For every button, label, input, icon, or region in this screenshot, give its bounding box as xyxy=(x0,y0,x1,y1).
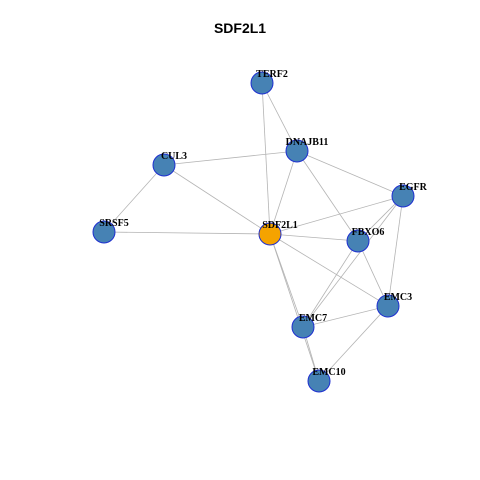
node-label-fbxo6: FBXO6 xyxy=(352,227,385,238)
node-label-emc10: EMC10 xyxy=(312,367,345,378)
node-emc10[interactable] xyxy=(307,369,331,393)
edge-egfr-emc3 xyxy=(387,195,404,307)
node-layer xyxy=(92,71,415,393)
node-srsf5[interactable] xyxy=(92,220,116,244)
edge-dnajb11-sdf2l1 xyxy=(269,150,298,235)
node-label-dnajb11: DNAJB11 xyxy=(286,137,329,148)
node-cul3[interactable] xyxy=(152,153,176,177)
edge-srsf5-sdf2l1 xyxy=(103,231,271,235)
node-terf2[interactable] xyxy=(250,71,274,95)
edge-cul3-dnajb11 xyxy=(163,150,298,166)
node-dnajb11[interactable] xyxy=(285,139,309,163)
graph-title: SDF2L1 xyxy=(213,20,267,36)
node-label-srsf5: SRSF5 xyxy=(99,218,128,229)
node-egfr[interactable] xyxy=(391,184,415,208)
node-fbxo6[interactable] xyxy=(346,229,370,253)
node-emc3[interactable] xyxy=(376,294,400,318)
edge-fbxo6-emc7 xyxy=(302,240,359,328)
edge-cul3-sdf2l1 xyxy=(163,164,271,235)
node-label-sdf2l1: SDF2L1 xyxy=(262,220,298,231)
node-label-egfr: EGFR xyxy=(399,182,428,193)
edge-sdf2l1-fbxo6 xyxy=(269,233,359,242)
edge-dnajb11-fbxo6 xyxy=(296,150,359,242)
edge-cul3-srsf5 xyxy=(103,164,165,233)
edge-sdf2l1-emc10 xyxy=(269,233,320,382)
edge-terf2-dnajb11 xyxy=(261,82,298,152)
node-label-emc7: EMC7 xyxy=(299,313,327,324)
edge-fbxo6-emc3 xyxy=(357,240,389,307)
node-sdf2l1[interactable] xyxy=(258,222,282,246)
edge-emc3-emc10 xyxy=(318,305,389,382)
edge-sdf2l1-emc3 xyxy=(269,233,389,307)
edge-dnajb11-egfr xyxy=(296,150,404,197)
edge-terf2-sdf2l1 xyxy=(261,82,271,235)
edge-sdf2l1-egfr xyxy=(269,195,404,235)
node-label-emc3: EMC3 xyxy=(384,292,412,303)
edge-emc3-emc7 xyxy=(302,305,389,328)
edge-egfr-emc7 xyxy=(302,195,404,328)
node-label-terf2: TERF2 xyxy=(256,69,288,80)
node-label-cul3: CUL3 xyxy=(161,151,187,162)
node-emc7[interactable] xyxy=(291,315,315,339)
